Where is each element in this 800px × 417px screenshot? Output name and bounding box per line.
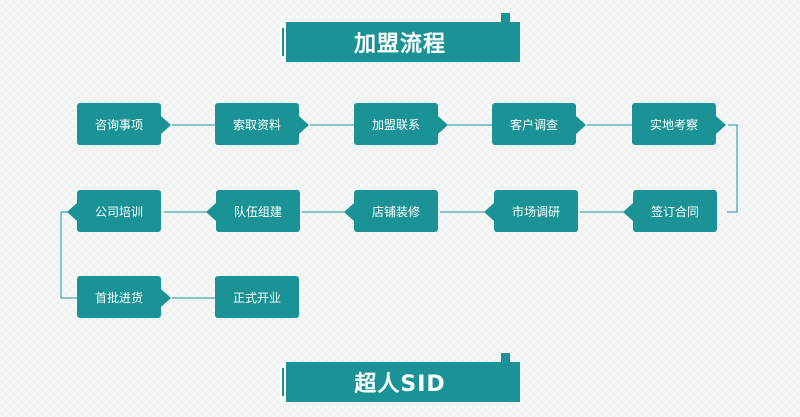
step-box: 正式开业 bbox=[215, 276, 299, 318]
arrow-tab bbox=[438, 116, 448, 134]
decor-square bbox=[510, 374, 516, 380]
decor-square bbox=[510, 34, 516, 40]
arrow-tab bbox=[716, 116, 726, 134]
arrow-tab bbox=[206, 203, 216, 221]
step-box: 咨询事项 bbox=[77, 103, 161, 145]
decor-square bbox=[512, 362, 520, 370]
step-box: 队伍组建 bbox=[216, 190, 300, 232]
footer-brand: 超人SID bbox=[354, 372, 446, 397]
decor-square bbox=[501, 13, 510, 22]
page-title: 加盟流程 bbox=[353, 32, 446, 57]
step-box: 索取资料 bbox=[215, 103, 299, 145]
banner-accent bbox=[280, 22, 286, 62]
step-box: 市场调研 bbox=[494, 190, 578, 232]
step-box: 店铺装修 bbox=[354, 190, 438, 232]
step-box: 签订合同 bbox=[633, 190, 717, 232]
arrow-tab bbox=[576, 116, 586, 134]
banner-accent bbox=[280, 362, 286, 402]
arrow-tab bbox=[484, 203, 494, 221]
footer-banner: 超人SID bbox=[280, 362, 520, 402]
arrow-tab bbox=[67, 203, 77, 221]
step-box: 客户调查 bbox=[492, 103, 576, 145]
step-box: 公司培训 bbox=[77, 190, 161, 232]
decor-square bbox=[512, 22, 520, 30]
arrow-tab bbox=[161, 116, 171, 134]
decor-square bbox=[501, 353, 510, 362]
step-box: 实地考察 bbox=[632, 103, 716, 145]
arrow-tab bbox=[623, 203, 633, 221]
title-banner: 加盟流程 bbox=[280, 22, 520, 62]
step-box: 首批进货 bbox=[77, 276, 161, 318]
step-box: 加盟联系 bbox=[354, 103, 438, 145]
arrow-tab bbox=[344, 203, 354, 221]
arrow-tab bbox=[299, 116, 309, 134]
arrow-tab bbox=[161, 289, 171, 307]
